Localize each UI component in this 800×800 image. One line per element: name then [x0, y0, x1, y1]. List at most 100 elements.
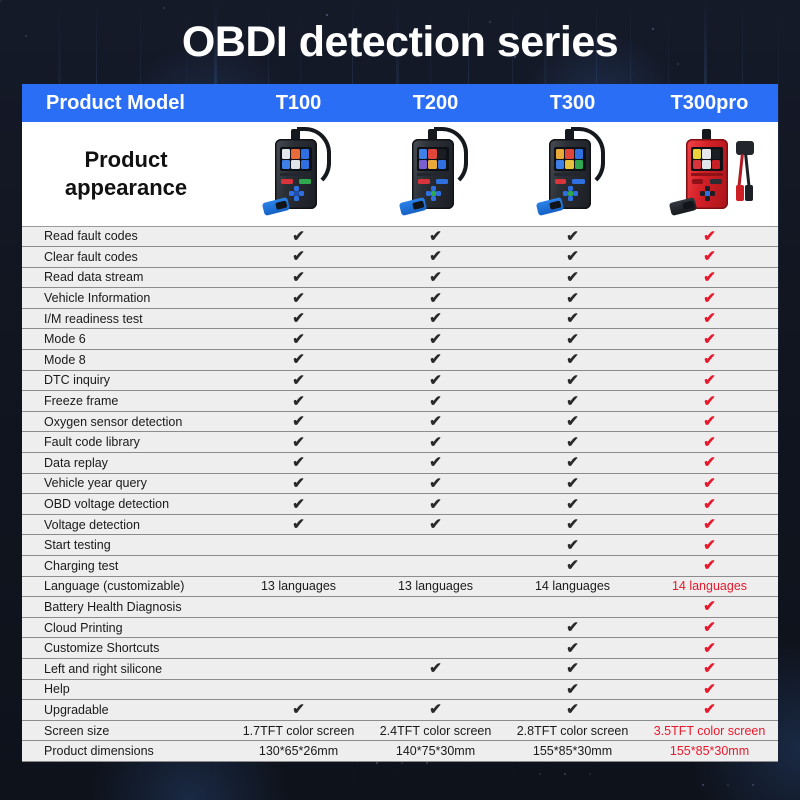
check-icon: ✔ — [429, 330, 442, 348]
check-icon: ✔ — [292, 289, 305, 307]
header-model-t300: T300 — [504, 84, 641, 122]
page-title: OBDI detection series — [181, 18, 619, 66]
feature-label: Freeze frame — [22, 390, 230, 412]
cell-t200 — [367, 616, 504, 638]
check-icon: ✔ — [566, 330, 579, 348]
cell-value: 13 languages — [397, 579, 474, 594]
check-icon: ✔ — [566, 474, 579, 492]
cell-t300 — [504, 596, 641, 618]
cell-t300pro: ✔ — [641, 678, 778, 700]
cell-t200: ✔ — [367, 307, 504, 329]
cell-value: 2.8TFT color screen — [516, 723, 629, 738]
check-icon: ✔ — [292, 454, 305, 472]
cell-t300pro: ✔ — [641, 287, 778, 309]
cell-t200: ✔ — [367, 287, 504, 309]
cell-t300pro: ✔ — [641, 307, 778, 329]
cell-t100 — [230, 616, 367, 638]
cell-t200 — [367, 555, 504, 577]
check-icon: ✔ — [566, 495, 579, 513]
comparison-table-wrapper: Product Model T100 T200 T300 T300pro Pro… — [22, 84, 778, 762]
check-icon: ✔ — [566, 536, 579, 554]
cell-t300pro: ✔ — [641, 534, 778, 556]
cell-t300: ✔ — [504, 328, 641, 350]
check-red-icon: ✔ — [703, 516, 716, 534]
header-product-model: Product Model — [22, 84, 230, 122]
feature-label: Screen size — [22, 719, 230, 741]
feature-label: Data replay — [22, 452, 230, 474]
cell-t200: 140*75*30mm — [367, 740, 504, 762]
cell-t100: ✔ — [230, 410, 367, 432]
check-icon: ✔ — [566, 248, 579, 266]
cell-t100: ✔ — [230, 390, 367, 412]
check-icon: ✔ — [292, 248, 305, 266]
cell-value: 2.4TFT color screen — [379, 723, 492, 738]
cell-t200: ✔ — [367, 225, 504, 247]
cell-t200: ✔ — [367, 513, 504, 535]
feature-label: I/M readiness test — [22, 307, 230, 329]
cell-value: 1.7TFT color screen — [242, 723, 355, 738]
header-model-t300pro: T300pro — [641, 84, 778, 122]
check-icon: ✔ — [566, 557, 579, 575]
check-icon: ✔ — [566, 701, 579, 719]
cell-t100: ✔ — [230, 513, 367, 535]
cell-t100: ✔ — [230, 246, 367, 268]
check-icon: ✔ — [566, 433, 579, 451]
check-red-icon: ✔ — [703, 413, 716, 431]
cell-t200: ✔ — [367, 657, 504, 680]
cell-t300pro: ✔ — [641, 246, 778, 268]
check-red-icon: ✔ — [703, 392, 716, 410]
check-red-icon: ✔ — [703, 474, 716, 492]
cell-t300pro: 14 languages — [641, 575, 778, 597]
cell-t100: ✔ — [230, 307, 367, 329]
check-icon: ✔ — [429, 268, 442, 286]
check-red-icon: ✔ — [703, 619, 716, 637]
feature-label: Read data stream — [22, 266, 230, 288]
product-image-t200 — [367, 122, 504, 227]
check-icon: ✔ — [429, 701, 442, 719]
cell-t300pro: ✔ — [641, 328, 778, 350]
cell-t200: ✔ — [367, 410, 504, 432]
cell-t300pro: ✔ — [641, 699, 778, 721]
cell-t200 — [367, 534, 504, 556]
feature-label: Start testing — [22, 534, 230, 556]
cell-t300: 2.8TFT color screen — [504, 719, 641, 741]
cell-t100: ✔ — [230, 452, 367, 474]
cell-t300: ✔ — [504, 534, 641, 556]
check-icon: ✔ — [292, 474, 305, 492]
table-row: Mode 8✔✔✔✔ — [22, 349, 778, 371]
cell-t200 — [367, 678, 504, 700]
check-red-icon: ✔ — [703, 639, 716, 657]
cell-t300: ✔ — [504, 431, 641, 453]
cell-t300pro: ✔ — [641, 349, 778, 371]
check-icon: ✔ — [566, 371, 579, 389]
feature-label: Upgradable — [22, 699, 230, 721]
cell-t200: ✔ — [367, 266, 504, 288]
cell-t300pro: ✔ — [641, 266, 778, 288]
cell-t200: ✔ — [367, 390, 504, 412]
table-row: Vehicle year query✔✔✔✔ — [22, 472, 778, 494]
header-model-t200: T200 — [367, 84, 504, 122]
cell-t300pro: ✔ — [641, 657, 778, 680]
product-image-t300pro — [641, 122, 778, 227]
cell-t200: ✔ — [367, 452, 504, 474]
feature-label: Mode 8 — [22, 349, 230, 371]
feature-label: Product dimensions — [22, 740, 230, 762]
appearance-label-line2: appearance — [64, 174, 188, 200]
cell-t300pro: ✔ — [641, 637, 778, 659]
check-icon: ✔ — [429, 495, 442, 513]
cell-t100: ✔ — [230, 472, 367, 494]
feature-label: Read fault codes — [22, 225, 230, 247]
table-row: Mode 6✔✔✔✔ — [22, 328, 778, 350]
table-row: Data replay✔✔✔✔ — [22, 452, 778, 474]
cell-t200: 2.4TFT color screen — [367, 719, 504, 741]
table-row: Charging test✔✔ — [22, 555, 778, 577]
check-icon: ✔ — [566, 619, 579, 637]
feature-label: Voltage detection — [22, 513, 230, 535]
feature-label: Oxygen sensor detection — [22, 410, 230, 432]
check-icon: ✔ — [429, 474, 442, 492]
cell-t300: ✔ — [504, 699, 641, 721]
cell-t300: 14 languages — [504, 575, 641, 597]
check-icon: ✔ — [566, 639, 579, 657]
